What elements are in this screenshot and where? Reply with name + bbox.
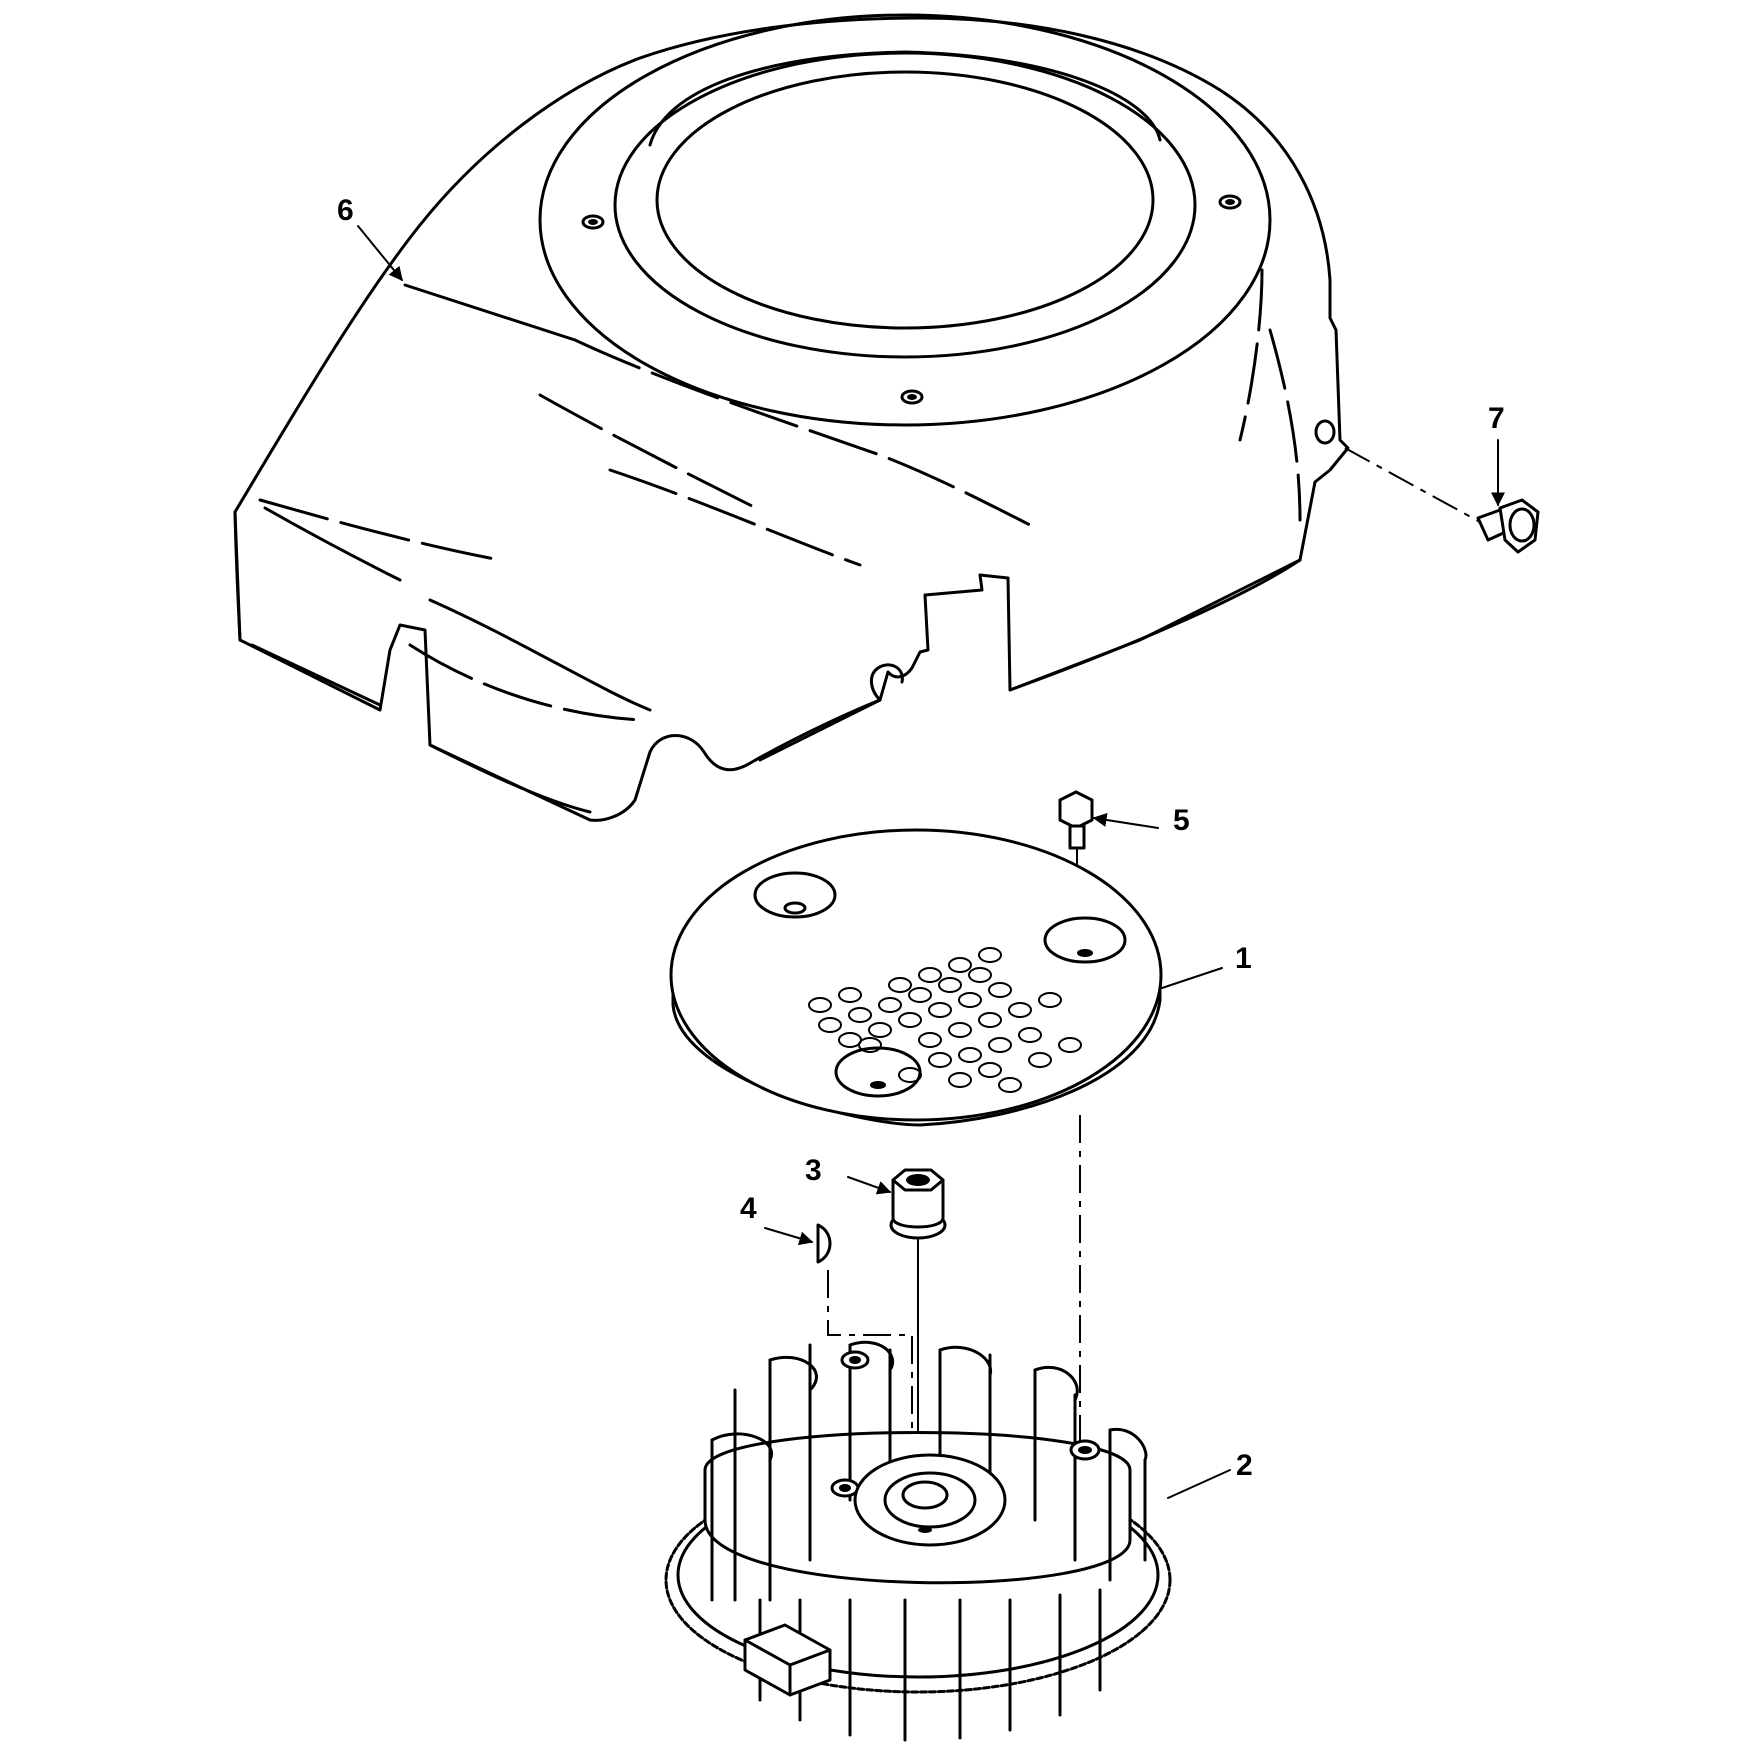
- flywheel-nut: [889, 1168, 947, 1240]
- callout-7: 7: [1488, 402, 1505, 435]
- flywheel-key: [816, 1223, 832, 1264]
- blower-housing: [233, 13, 1350, 822]
- housing-bolt: [1476, 498, 1540, 554]
- rotating-screen: [669, 828, 1163, 1127]
- callout-leaders: [357, 225, 1505, 1499]
- screen-perforations: [808, 947, 1082, 1093]
- callout-1: 1: [1235, 942, 1252, 975]
- callout-6: 6: [337, 194, 354, 227]
- bolt-leader-line: [1344, 447, 1481, 523]
- flywheel: [664, 1340, 1172, 1742]
- callout-4: 4: [740, 1192, 757, 1225]
- callout-2: 2: [1236, 1449, 1253, 1482]
- screen-screw: [1058, 790, 1094, 850]
- callout-5: 5: [1173, 804, 1190, 837]
- key-leader-line: [827, 1270, 913, 1460]
- callout-3: 3: [805, 1154, 822, 1187]
